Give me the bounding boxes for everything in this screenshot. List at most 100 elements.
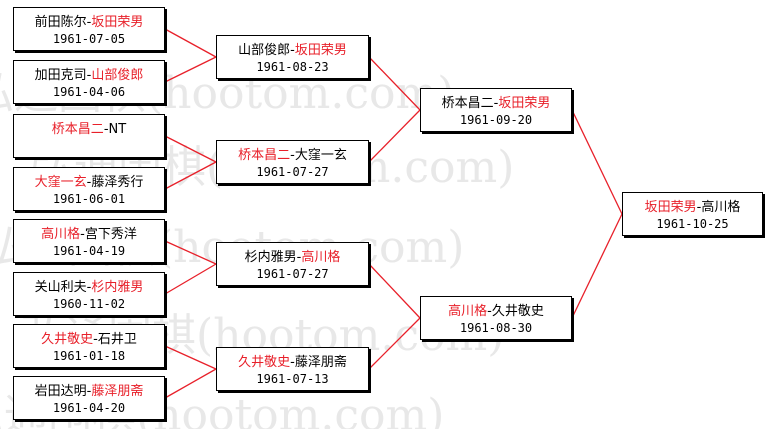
round1-match-4: 大窪一玄-藤泽秀行 1961-06-01 (13, 167, 165, 211)
match-players: 大窪一玄-藤泽秀行 (35, 175, 144, 190)
match-date: 1961-06-01 (52, 192, 126, 206)
match-date: 1961-07-27 (256, 165, 329, 179)
player-2-name: 宫下秀洋 (84, 227, 137, 242)
match-players: 坂田荣男-高川格 (645, 200, 741, 215)
connector-line (368, 109, 421, 163)
player-1-name: 岩田达明 (34, 384, 87, 399)
connector-line (368, 263, 421, 319)
match-players: 岩田达明-藤泽朋斋 (35, 384, 144, 399)
match-date: 1960-11-02 (52, 297, 126, 311)
round1-match-7: 久井敬史-石井卫 1961-01-18 (13, 324, 165, 368)
player-1-name: 山部俊郎 (238, 43, 291, 58)
match-players: 杉内雅男-高川格 (245, 250, 341, 265)
player-2-name: 坂田荣男 (294, 43, 347, 58)
player-2-name: 高川格 (301, 250, 341, 265)
match-date: 1961-07-13 (256, 372, 329, 386)
round2-match-3: 杉内雅男-高川格 1961-07-27 (216, 242, 369, 286)
player-2-name: 藤泽朋斋 (294, 355, 347, 370)
versus-dash: - (86, 68, 92, 83)
player-1-name: 大窪一玄 (34, 175, 87, 190)
connector-line (164, 28, 217, 58)
connector-line (368, 56, 421, 111)
versus-dash: - (80, 227, 85, 242)
player-2-name: 石井卫 (97, 332, 137, 347)
round2-match-2: 桥本昌二-大窪一玄 1961-07-27 (216, 140, 369, 184)
player-2-name: 高川格 (701, 200, 741, 215)
player-1-name: 桥本昌二 (238, 148, 291, 163)
versus-dash: - (296, 250, 302, 265)
connector-line (571, 109, 623, 215)
match-players: 山部俊郎-坂田荣男 (238, 43, 347, 58)
match-players: 前田陈尔-坂田荣男 (35, 15, 144, 30)
versus-dash: - (696, 200, 702, 215)
round2-match-1: 山部俊郎-坂田荣男 1961-08-23 (216, 35, 369, 79)
player-1-name: 加田克司 (34, 68, 87, 83)
match-players: 高川格-久井敬史 (448, 304, 544, 319)
connector-line (164, 345, 217, 370)
match-players: 高川格-宫下秀洋 (41, 227, 137, 242)
player-1-name: 前田陈尔 (34, 15, 87, 30)
match-players: 桥本昌二-NT (52, 122, 126, 137)
round1-match-1: 前田陈尔-坂田荣男 1961-07-05 (13, 7, 165, 51)
player-2-name: 山部俊郎 (91, 68, 144, 83)
player-1-name: 久井敬史 (41, 332, 94, 347)
match-date: 1961-04-06 (52, 85, 126, 99)
player-1-name: 关山利夫 (34, 280, 87, 295)
match-players: 久井敬史-石井卫 (41, 332, 137, 347)
round3-match-1: 桥本昌二-坂田荣男 1961-09-20 (420, 88, 572, 132)
player-1-name: 杉内雅男 (244, 250, 297, 265)
player-2-name: 大窪一玄 (294, 148, 347, 163)
match-players: 桥本昌二-大窪一玄 (238, 148, 347, 163)
versus-dash: - (290, 43, 295, 58)
match-players: 桥本昌二-坂田荣男 (442, 96, 551, 111)
round1-match-6: 关山利夫-杉内雅男 1960-11-02 (13, 272, 165, 316)
match-date: 1961-07-05 (52, 32, 126, 46)
match-players: 关山利夫-杉内雅男 (35, 280, 144, 295)
connector-line (164, 56, 217, 83)
match-date: 1961-08-23 (256, 60, 329, 74)
match-date: 1961-10-25 (656, 217, 729, 231)
match-players: 加田克司-山部俊郎 (35, 68, 144, 83)
versus-dash: - (86, 15, 92, 30)
match-date: 1961-04-19 (52, 244, 126, 258)
versus-dash: - (86, 175, 92, 190)
match-players: 久井敬史-藤泽朋斋 (238, 355, 347, 370)
player-2-name: 藤泽秀行 (91, 175, 144, 190)
round1-match-8: 岩田达明-藤泽朋斋 1961-04-20 (13, 376, 165, 420)
versus-dash: - (103, 122, 109, 137)
round1-match-5: 高川格-宫下秀洋 1961-04-19 (13, 219, 165, 263)
player-1-name: 久井敬史 (238, 355, 291, 370)
player-2-name: 坂田荣男 (91, 15, 144, 30)
round1-match-2: 加田克司-山部俊郎 1961-04-06 (13, 60, 165, 104)
match-date: 1961-09-20 (459, 113, 533, 127)
connector-line (571, 213, 623, 319)
versus-dash: - (290, 148, 295, 163)
player-2-name: 杉内雅男 (91, 280, 144, 295)
player-1-name: 坂田荣男 (644, 200, 697, 215)
player-1-name: 高川格 (448, 304, 488, 319)
versus-dash: - (86, 280, 92, 295)
round1-match-3: 桥本昌二-NT (13, 114, 165, 158)
round2-match-4: 久井敬史-藤泽朋斋 1961-07-13 (216, 347, 369, 391)
connector-line (164, 263, 217, 295)
versus-dash: - (493, 96, 499, 111)
connector-line (164, 135, 217, 163)
player-2-name: NT (108, 122, 127, 137)
versus-dash: - (86, 384, 92, 399)
connector-line (368, 317, 421, 370)
match-date: 1961-07-27 (256, 267, 329, 281)
match-date (14, 138, 164, 155)
player-1-name: 桥本昌二 (441, 96, 494, 111)
connector-line (164, 368, 217, 399)
match-date: 1961-04-20 (52, 401, 126, 415)
player-1-name: 桥本昌二 (51, 122, 104, 137)
versus-dash: - (487, 304, 492, 319)
versus-dash: - (93, 332, 98, 347)
player-2-name: 久井敬史 (491, 304, 544, 319)
connector-line (164, 240, 217, 265)
player-1-name: 高川格 (41, 227, 81, 242)
final-match-1: 坂田荣男-高川格 1961-10-25 (622, 192, 763, 236)
match-date: 1961-01-18 (52, 349, 126, 363)
